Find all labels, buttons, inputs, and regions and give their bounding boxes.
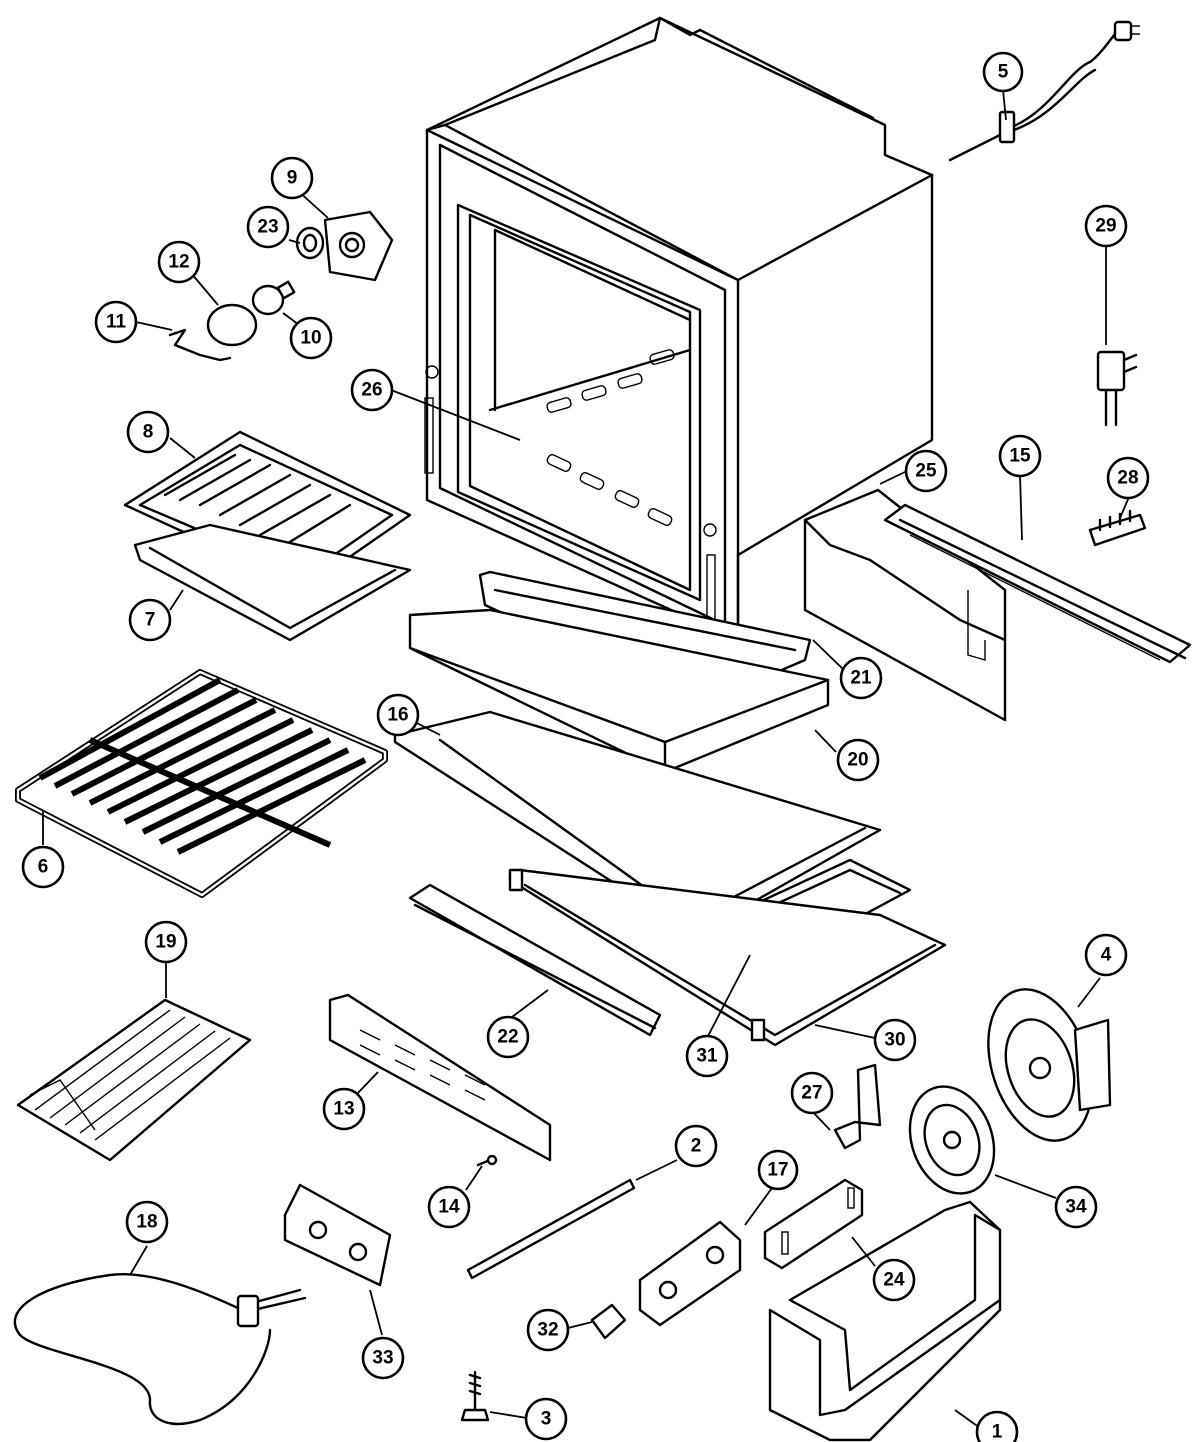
callout-label: 4 [1101, 945, 1112, 966]
callout-30: 30 [873, 1018, 917, 1062]
part-6-drawing [15, 669, 388, 898]
callout-27: 27 [790, 1071, 834, 1115]
callout-3: 3 [524, 1397, 568, 1441]
callout-4: 4 [1084, 933, 1128, 977]
part-22-drawing [408, 883, 662, 1037]
callout-12: 12 [157, 240, 201, 284]
callout-label: 32 [537, 1320, 558, 1341]
callout-label: 25 [915, 461, 937, 482]
callout-label: 34 [1065, 1197, 1087, 1218]
callout-23: 23 [246, 205, 290, 249]
callout-label: 21 [850, 668, 872, 689]
callout-32: 32 [526, 1308, 570, 1352]
callout-33: 33 [361, 1336, 405, 1380]
part-17-drawing [638, 1220, 742, 1327]
callout-22: 22 [486, 1015, 530, 1059]
callout-28: 28 [1106, 456, 1150, 500]
callout-24: 24 [872, 1258, 916, 1302]
part-25-drawing [803, 488, 1007, 722]
callout-label: 11 [106, 312, 127, 333]
callout-label: 14 [438, 1197, 460, 1218]
callout-label: 2 [691, 1136, 702, 1157]
callout-label: 9 [287, 168, 298, 189]
callout-label: 23 [257, 217, 278, 238]
part-3-drawing [460, 1370, 490, 1422]
callout-25: 25 [904, 449, 948, 493]
part-4-drawing [987, 988, 1112, 1142]
callout-26: 26 [350, 368, 394, 412]
part-9-drawing [323, 210, 394, 282]
callout-label: 5 [998, 62, 1009, 83]
callout-1: 1 [975, 1410, 1019, 1442]
callout-label: 24 [883, 1270, 905, 1291]
part-5-drawing [948, 20, 1140, 162]
part-2-drawing [466, 1178, 636, 1280]
callout-31: 31 [685, 1034, 729, 1078]
callout-8: 8 [126, 410, 170, 454]
leader-lines [42, 89, 1130, 1429]
part-32-drawing [590, 1303, 627, 1340]
part-24-drawing [763, 1178, 864, 1270]
callout-20: 20 [836, 738, 880, 782]
callout-label: 33 [372, 1348, 393, 1369]
callout-11: 11 [94, 300, 138, 344]
callout-label: 30 [884, 1030, 905, 1051]
callout-19: 19 [144, 920, 188, 964]
callout-label: 17 [767, 1160, 788, 1181]
callout-label: 8 [143, 422, 154, 443]
callout-label: 19 [155, 932, 176, 953]
callout-13: 13 [322, 1087, 366, 1131]
callout-7: 7 [128, 598, 172, 642]
callout-label: 26 [361, 380, 382, 401]
callout-2: 2 [674, 1124, 718, 1168]
callout-label: 16 [387, 705, 408, 726]
part-30-drawing [508, 868, 947, 1047]
callout-18: 18 [125, 1200, 169, 1244]
callout-15: 15 [998, 434, 1042, 478]
callout-label: 20 [847, 750, 868, 771]
part-18-drawing [13, 1273, 307, 1426]
part-11-drawing [168, 328, 232, 362]
callout-label: 3 [541, 1409, 552, 1430]
callout-6: 6 [21, 845, 65, 889]
callout-label: 15 [1009, 446, 1031, 467]
callout-label: 10 [300, 328, 321, 349]
callout-label: 18 [136, 1212, 157, 1233]
part-28-drawing [1088, 509, 1147, 547]
part-33-drawing [283, 1183, 392, 1287]
part-10-drawing [251, 280, 296, 316]
part-1-drawing [768, 1200, 1002, 1442]
part-23-drawing [295, 226, 325, 260]
callout-label: 13 [333, 1099, 354, 1120]
callout-label: 28 [1117, 468, 1138, 489]
callout-5: 5 [982, 51, 1024, 93]
part-29-drawing [1096, 350, 1138, 427]
callout-label: 7 [145, 610, 156, 631]
part-13-drawing [328, 993, 552, 1162]
callout-17: 17 [757, 1149, 799, 1191]
callout-label: 1 [992, 1422, 1003, 1442]
callout-14: 14 [427, 1185, 471, 1229]
callout-10: 10 [289, 316, 333, 360]
callout-34: 34 [1054, 1185, 1098, 1229]
callout-label: 12 [168, 252, 189, 273]
callout-label: 27 [801, 1083, 822, 1104]
oven-cavity-drawing [424, 16, 934, 642]
part-19-drawing [16, 998, 252, 1162]
callout-label: 31 [696, 1046, 718, 1067]
part-12-drawing [206, 303, 258, 347]
callout-label: 22 [497, 1027, 518, 1048]
part-14-drawing [476, 1154, 498, 1167]
part-27-drawing [833, 1063, 882, 1150]
callout-label: 6 [38, 857, 49, 878]
callout-9: 9 [270, 156, 314, 200]
callout-21: 21 [839, 656, 883, 700]
part-7-drawing [133, 523, 412, 642]
part-34-drawing [908, 1085, 996, 1195]
callout-16: 16 [376, 693, 420, 737]
callout-label: 29 [1095, 216, 1116, 237]
part-15-drawing [883, 503, 1192, 664]
callout-29: 29 [1084, 204, 1128, 248]
